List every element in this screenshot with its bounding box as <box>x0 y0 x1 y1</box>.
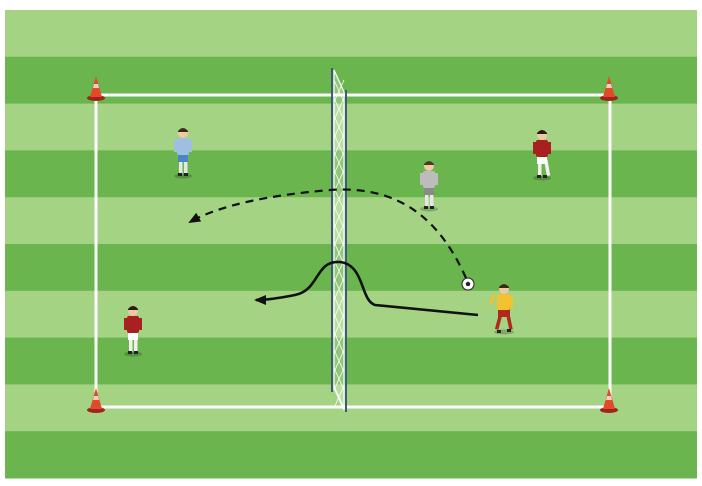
pitch-stripe <box>5 10 697 57</box>
pitch-stripe <box>5 197 697 244</box>
pitch-stripe <box>5 338 697 385</box>
net-barrier <box>332 68 346 412</box>
pitch-stripe <box>5 104 697 151</box>
soccer-ball-icon <box>462 278 474 290</box>
pitch-stripe <box>5 431 697 478</box>
pitch-stripe <box>5 57 697 104</box>
pitch-stripe <box>5 291 697 338</box>
pitch-stripe <box>5 150 697 197</box>
